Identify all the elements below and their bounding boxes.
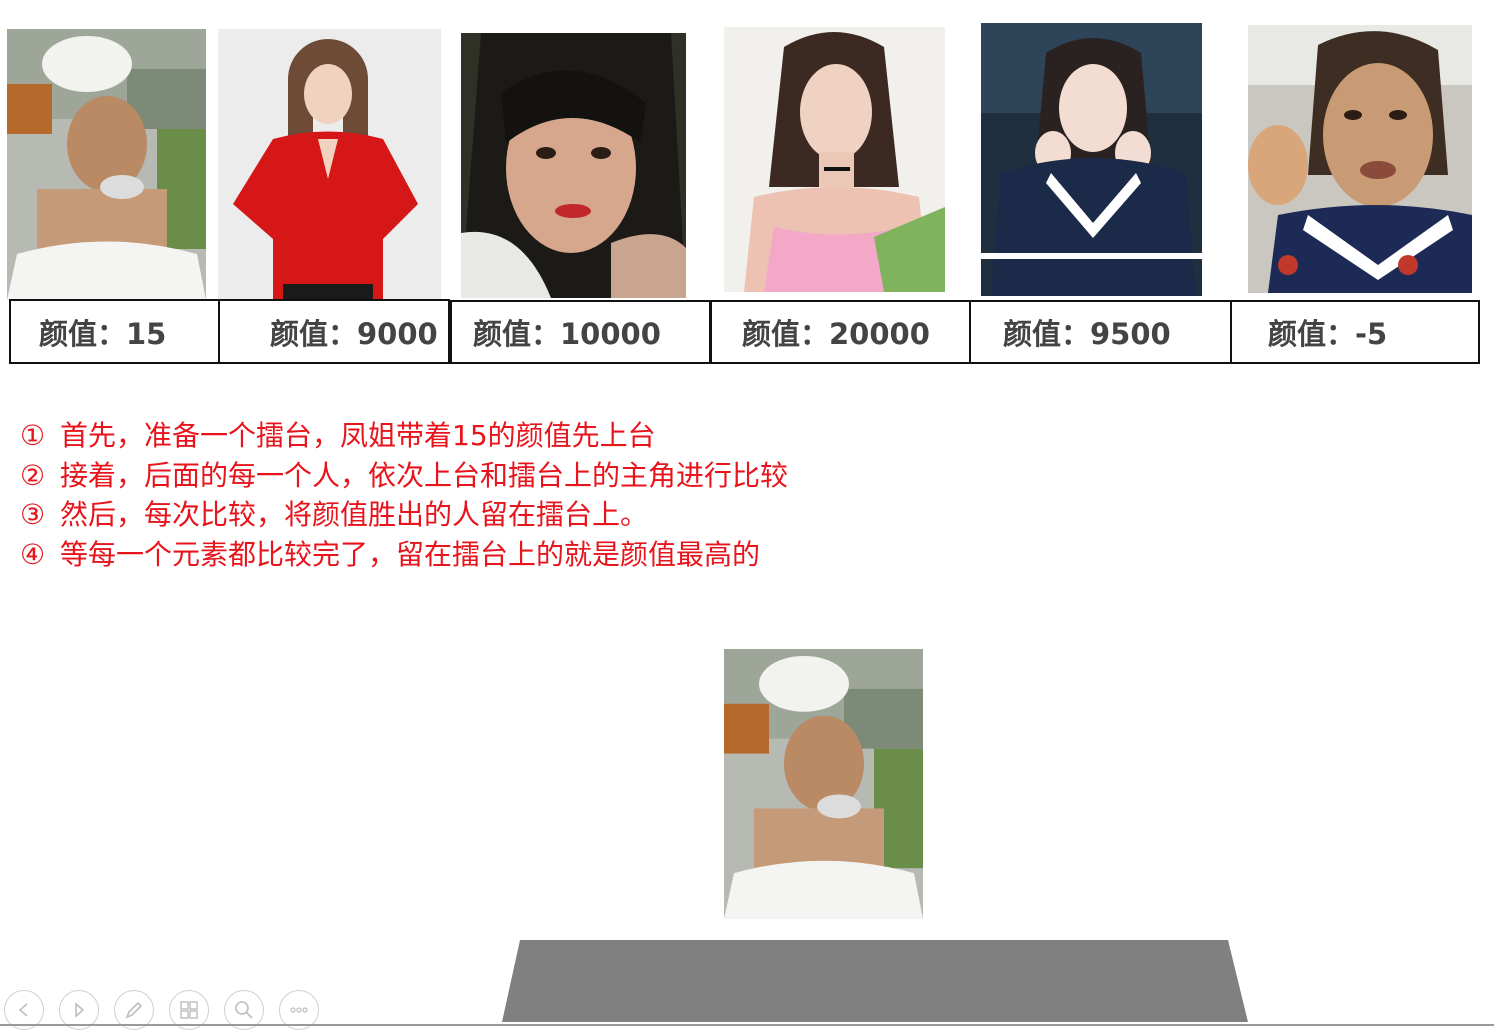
score-label: 颜值：20000: [742, 317, 930, 351]
score-box-1: 颜值：15: [9, 299, 220, 364]
ring-platform: [502, 940, 1248, 1022]
next-button[interactable]: [59, 990, 99, 1030]
contestant-photo-4: [724, 27, 945, 292]
pen-button[interactable]: [114, 990, 154, 1030]
score-box-4: 颜值：20000: [710, 300, 971, 364]
score-box-6: 颜值：-5: [1230, 300, 1480, 364]
slides-button[interactable]: [169, 990, 209, 1030]
score-label: 颜值：9500: [1003, 317, 1171, 351]
contestant-photo-6: [1248, 25, 1472, 293]
score-box-2: 颜值：9000: [218, 299, 450, 364]
slideshow-toolbar: [4, 990, 319, 1030]
score-label: 颜值：9000: [270, 316, 438, 351]
pen-icon: [125, 1001, 143, 1019]
next-icon: [75, 1002, 85, 1018]
score-label: 颜值：10000: [473, 317, 661, 351]
score-label: 颜值：15: [39, 316, 167, 351]
contestant-photo-2: [218, 29, 441, 301]
contestant-photo-1: [7, 29, 206, 300]
contestant-photo-3: [461, 33, 686, 298]
more-icon: [290, 1007, 308, 1013]
slides-icon: [180, 1001, 198, 1019]
bottom-divider: [0, 1024, 1494, 1026]
score-label: 颜值：-5: [1268, 317, 1388, 351]
zoom-icon: [235, 1001, 253, 1019]
contestant-photo-5: [981, 23, 1202, 296]
score-box-5: 颜值：9500: [969, 300, 1232, 364]
score-box-3: 颜值：10000: [450, 300, 711, 364]
previous-icon: [18, 1003, 28, 1017]
champion-photo: [724, 649, 923, 919]
